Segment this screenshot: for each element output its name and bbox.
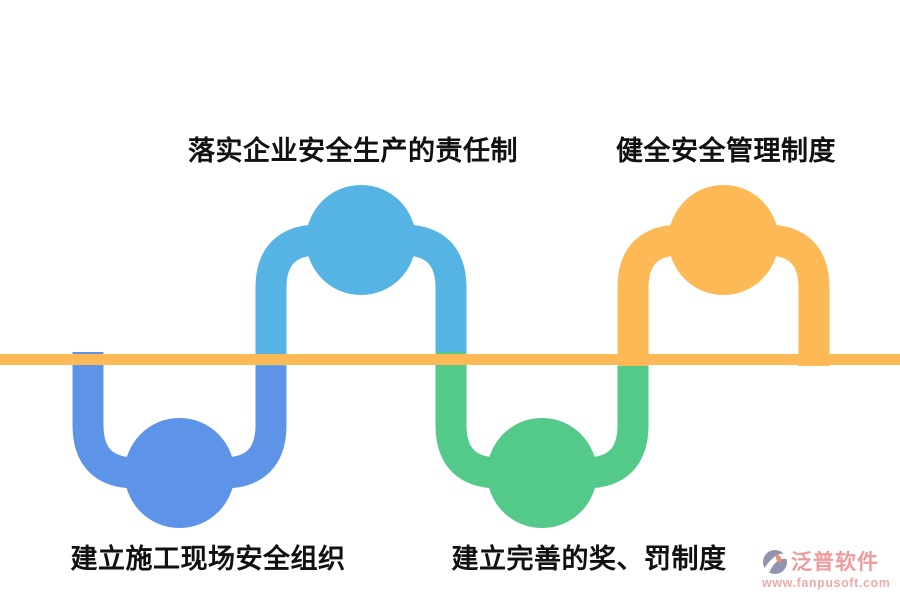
watermark-url-text: www.fanpusoft.com — [762, 576, 891, 590]
node-circle-top-left-lightblue — [306, 185, 416, 295]
node-circle-top-right-orange — [668, 185, 779, 295]
horizontal-baseline — [0, 354, 900, 365]
label-top-left: 落实企业安全生产的责任制 — [188, 136, 518, 166]
label-bottom-right: 建立完善的奖、罚制度 — [451, 544, 727, 574]
fanpu-logo-icon — [763, 550, 787, 574]
watermark: 泛普软件 www.fanpusoft.com — [762, 549, 898, 590]
watermark-brand-text: 泛普软件 — [791, 550, 879, 574]
node-circle-bottom-left-blue — [124, 418, 235, 528]
label-bottom-left: 建立施工现场安全组织 — [70, 544, 346, 574]
label-top-right: 健全安全管理制度 — [616, 136, 836, 166]
node-circle-bottom-right-green — [487, 418, 597, 528]
